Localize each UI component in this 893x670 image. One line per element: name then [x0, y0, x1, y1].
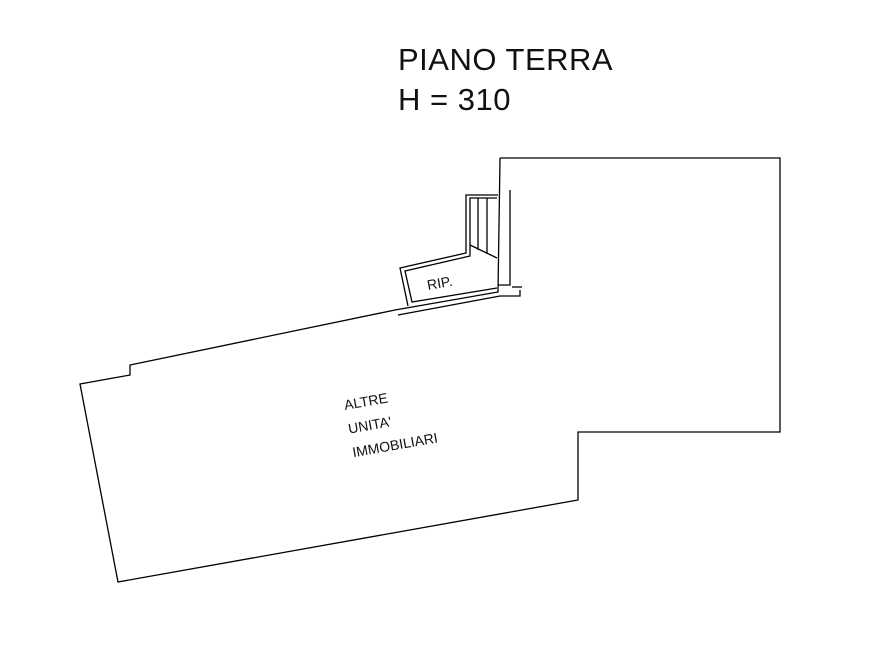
other-units-line-2: UNITA' [347, 413, 393, 436]
other-units-line-3: IMMOBILIARI [351, 429, 439, 460]
other-units-label: ALTRE UNITA' IMMOBILIARI [343, 390, 439, 461]
outer-wall [79, 157, 781, 583]
plan-title: PIANO TERRA H = 310 [398, 40, 613, 120]
ceiling-height: H = 310 [398, 82, 511, 117]
storage-outer-wall [399, 194, 498, 307]
stair-diagonal [469, 244, 498, 259]
storage-label: RIP. [426, 273, 454, 293]
storage-inner-wall [404, 197, 498, 303]
floor-name: PIANO TERRA [398, 42, 614, 77]
corridor-wall [498, 190, 511, 286]
threshold-mark [397, 290, 521, 316]
other-units-line-1: ALTRE [343, 390, 389, 413]
